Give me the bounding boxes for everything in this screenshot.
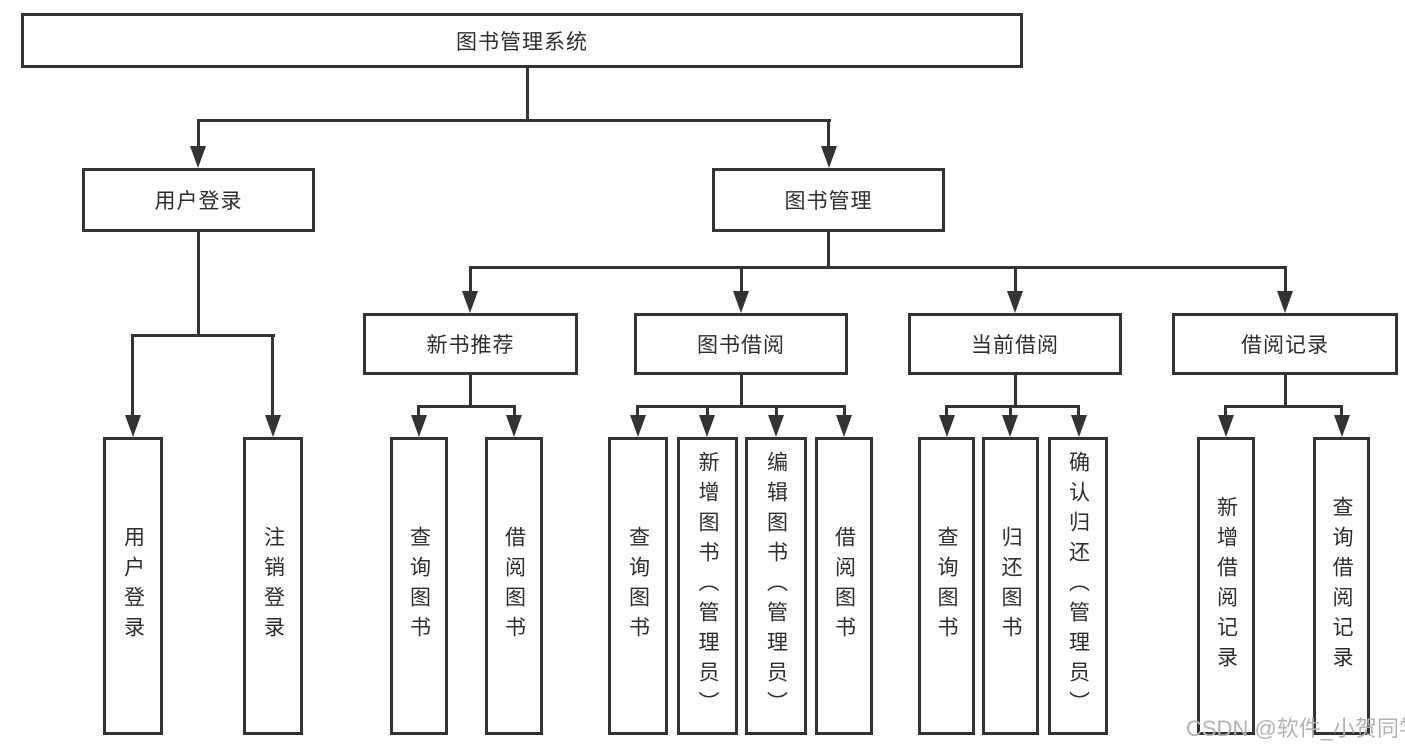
leaf-current-return-books: 归还图书	[982, 437, 1039, 735]
arrow-down-icon	[506, 415, 522, 437]
leaf-borrowing-borrow-books: 借阅图书	[815, 437, 873, 735]
node-current-borrowing: 当前借阅	[908, 313, 1122, 375]
connector-line	[740, 266, 743, 293]
connector-line	[1340, 405, 1343, 418]
connector-line	[1014, 375, 1017, 407]
leaf-records-query-borrow-record: 查询借阅记录	[1313, 437, 1370, 735]
leaf-borrowing-add-books-admin: 新增图书（管理员）	[677, 437, 738, 735]
arrow-down-icon	[836, 415, 852, 437]
connector-line	[827, 119, 830, 149]
leaf-recommend-borrow-books: 借阅图书	[485, 437, 543, 735]
connector-line	[740, 375, 743, 407]
watermark-text: CSDN @软件_小贺同学	[1186, 716, 1405, 741]
arrow-down-icon	[125, 415, 141, 437]
arrow-down-icon	[411, 415, 427, 437]
arrow-down-icon	[733, 291, 749, 313]
connector-line	[513, 405, 516, 418]
node-book-management: 图书管理	[712, 168, 945, 232]
connector-line	[706, 405, 709, 418]
arrow-down-icon	[1007, 291, 1023, 313]
arrow-down-icon	[265, 415, 281, 437]
connector-line	[636, 405, 846, 408]
connector-line	[197, 232, 200, 336]
node-library-management-system: 图书管理系统	[21, 13, 1023, 68]
connector-line	[197, 119, 831, 122]
connector-line	[1009, 405, 1012, 418]
arrow-down-icon	[1002, 415, 1018, 437]
node-user-login: 用户登录	[82, 168, 315, 232]
connector-line	[1014, 266, 1017, 293]
arrow-down-icon	[1334, 415, 1350, 437]
leaf-logout-login: 注销登录	[243, 437, 303, 735]
connector-line	[197, 119, 200, 149]
connector-line	[1284, 266, 1287, 293]
arrow-down-icon	[699, 415, 715, 437]
connector-line	[843, 405, 846, 418]
arrow-down-icon	[630, 415, 646, 437]
connector-line	[131, 334, 134, 417]
arrow-down-icon	[768, 415, 784, 437]
connector-line	[469, 375, 472, 407]
arrow-down-icon	[462, 291, 478, 313]
connector-line	[775, 405, 778, 418]
leaf-recommend-query-books: 查询图书	[390, 437, 448, 735]
arrow-down-icon	[1277, 291, 1293, 313]
connector-line	[469, 266, 472, 293]
connector-line	[1284, 375, 1287, 407]
leaf-user-login: 用户登录	[103, 437, 163, 735]
connector-line	[271, 334, 274, 417]
node-book-borrowing: 图书借阅	[634, 313, 848, 375]
connector-line	[131, 334, 275, 337]
connector-line	[945, 405, 948, 418]
arrow-down-icon	[190, 146, 206, 168]
connector-line	[526, 68, 529, 121]
node-borrowing-records: 借阅记录	[1172, 313, 1398, 375]
leaf-borrowing-edit-books-admin: 编辑图书（管理员）	[745, 437, 807, 735]
connector-line	[417, 405, 420, 418]
connector-line	[945, 405, 1080, 408]
connector-line	[1077, 405, 1080, 418]
node-new-book-recommendation: 新书推荐	[363, 313, 578, 375]
arrow-down-icon	[939, 415, 955, 437]
connector-line	[636, 405, 639, 418]
leaf-current-query-books: 查询图书	[918, 437, 975, 735]
connector-line	[417, 405, 516, 408]
arrow-down-icon	[821, 146, 837, 168]
leaf-current-confirm-return-admin: 确认归还（管理员）	[1048, 437, 1108, 735]
connector-line	[469, 266, 1287, 269]
arrow-down-icon	[1071, 415, 1087, 437]
connector-line	[1224, 405, 1343, 408]
leaf-records-add-borrow-record: 新增借阅记录	[1197, 437, 1255, 735]
arrow-down-icon	[1218, 415, 1234, 437]
connector-line	[1224, 405, 1227, 418]
leaf-borrowing-query-books: 查询图书	[608, 437, 668, 735]
connector-line	[827, 232, 830, 269]
